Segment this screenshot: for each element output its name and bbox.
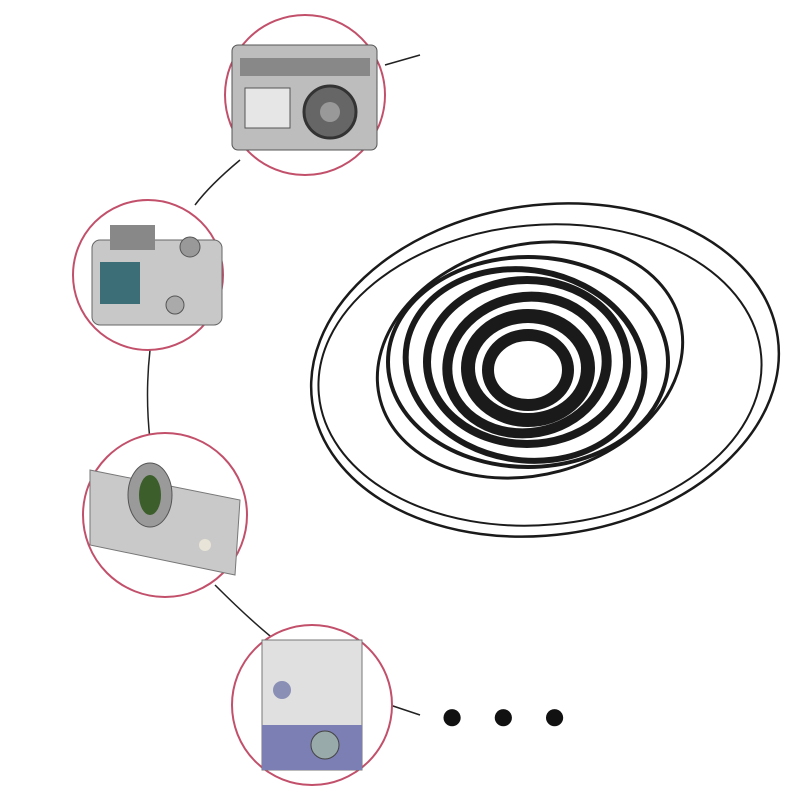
rubber-belts — [309, 202, 781, 538]
device-circle-radio — [224, 14, 386, 176]
more-devices-indicator: ● ● ● — [440, 694, 575, 738]
device-circle-remote — [82, 432, 248, 598]
device-circle-cassette-player — [231, 624, 393, 786]
device-circle-camera — [72, 199, 224, 351]
